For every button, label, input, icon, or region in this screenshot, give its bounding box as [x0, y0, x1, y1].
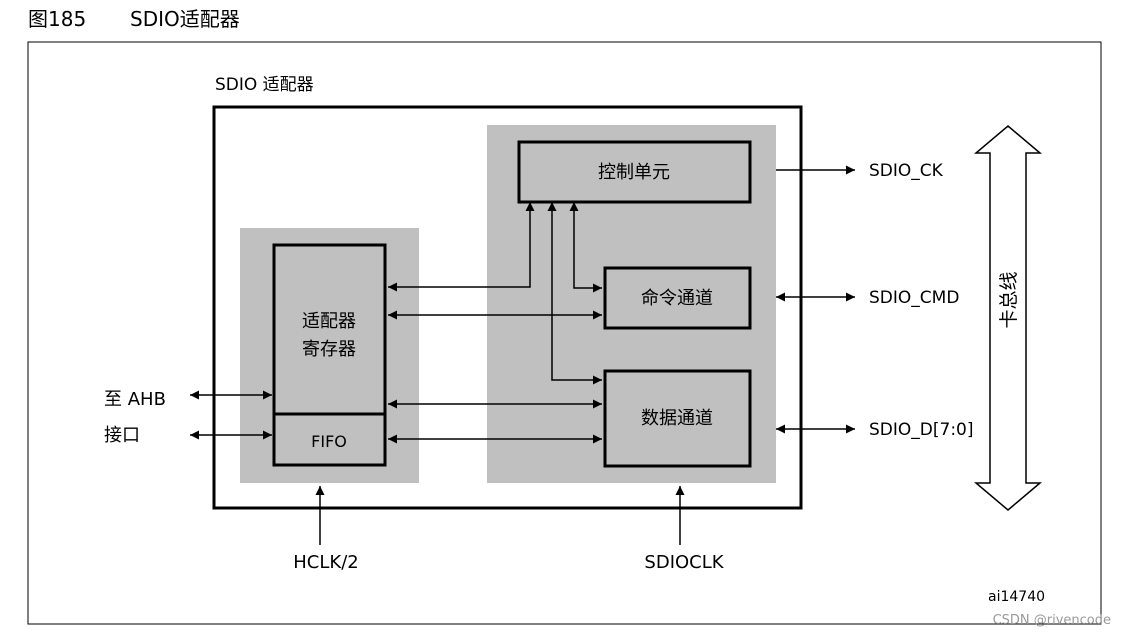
figure-number: 图185 [28, 7, 86, 31]
figure-title: SDIO适配器 [130, 7, 240, 31]
command-path-block [603, 266, 752, 330]
figure-id: ai14740 [988, 589, 1045, 605]
command-control-arrow [569, 202, 602, 293]
adapter-box [212, 105, 803, 510]
figure-frame [27, 41, 1102, 625]
data-control-arrow [547, 202, 602, 385]
data-path-label: 数据通道 [641, 408, 713, 429]
adapter-label: SDIO 适配器 [215, 75, 314, 95]
sdio-d-label: SDIO_D[7:0] [869, 420, 974, 440]
control-unit-label: 控制单元 [598, 162, 670, 183]
card-bus-arrow [973, 125, 1043, 511]
reg-control-arrow [388, 202, 535, 292]
fifo-label: FIFO [311, 432, 347, 451]
control-unit-block [517, 140, 752, 204]
registers-label-line1: 适配器 [302, 311, 356, 332]
hclk-label: HCLK/2 [293, 552, 358, 573]
data-path-block [603, 369, 752, 468]
command-path-label: 命令通道 [641, 288, 713, 309]
sdio-cmd-label: SDIO_CMD [869, 288, 959, 308]
registers-label-line2: 寄存器 [302, 339, 356, 360]
ahb-label-line2: 接口 [104, 425, 140, 446]
sdioclk-label: SDIOCLK [644, 552, 724, 573]
card-bus-label: 卡总线 [998, 271, 1020, 328]
watermark: CSDN @rivencode [993, 613, 1111, 628]
sdio-ck-label: SDIO_CK [869, 161, 944, 181]
ahb-label-line1: 至 AHB [104, 389, 166, 410]
registers-block [272, 243, 387, 467]
